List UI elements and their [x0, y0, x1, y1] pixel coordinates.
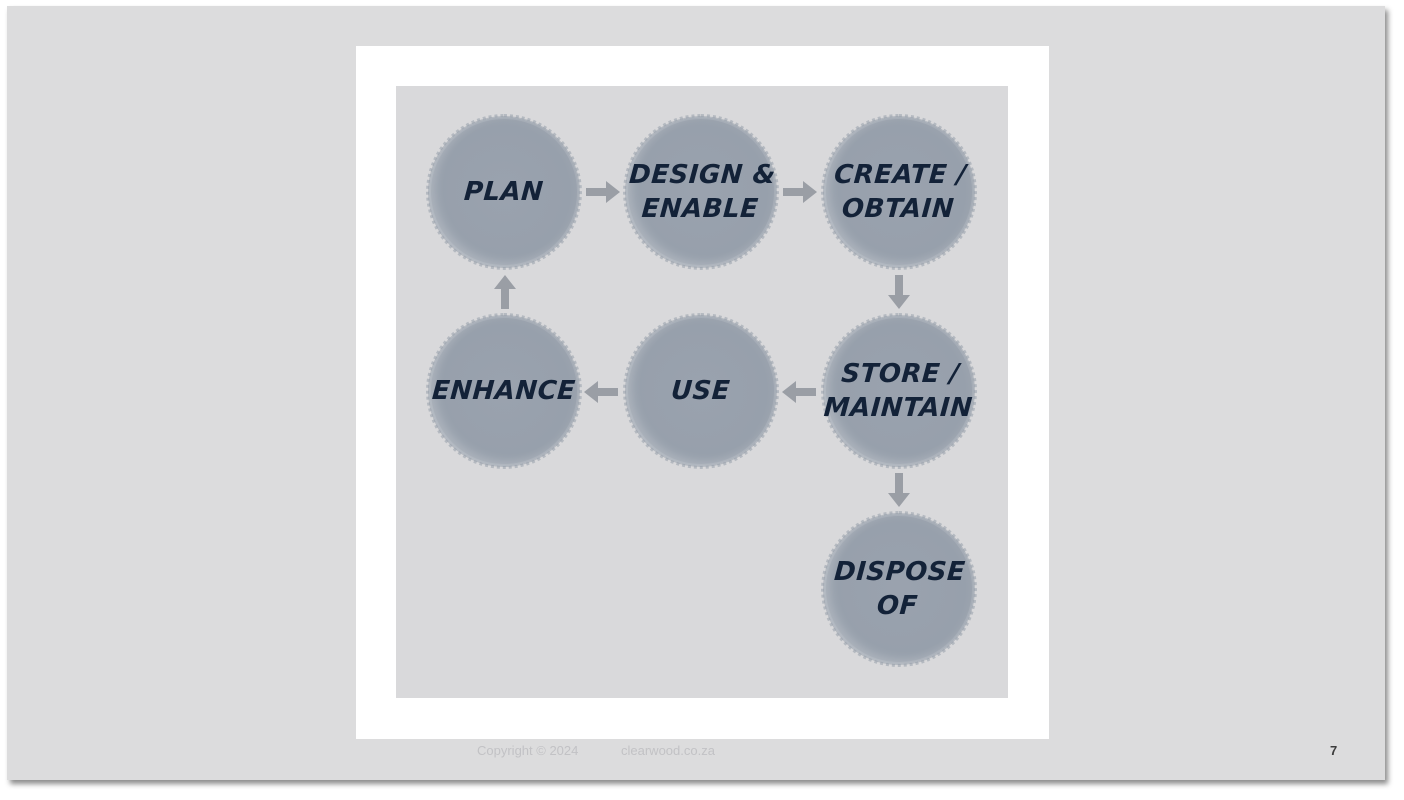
arrow-left-icon	[782, 381, 816, 403]
node-label: DISPOSE OF	[833, 557, 967, 621]
arrow-up-icon	[494, 275, 516, 309]
node-label: DESIGN & ENABLE	[627, 160, 777, 224]
node-dispose-of: DISPOSE OF	[821, 511, 977, 667]
node-label: PLAN	[463, 177, 545, 207]
node-create-obtain: CREATE / OBTAIN	[821, 114, 977, 270]
arrow-right-icon	[586, 181, 620, 203]
footer-copyright: Copyright © 2024	[477, 743, 579, 758]
presentation-slide: PLAN DESIGN & ENABLE CREATE / OBTAIN STO…	[7, 6, 1385, 780]
node-store-maintain: STORE / MAINTAIN	[821, 313, 977, 469]
image-frame: PLAN DESIGN & ENABLE CREATE / OBTAIN STO…	[356, 46, 1049, 739]
node-enhance: ENHANCE	[426, 313, 582, 469]
arrow-down-icon	[888, 473, 910, 507]
node-label: CREATE / OBTAIN	[832, 160, 968, 224]
node-plan: PLAN	[426, 114, 582, 270]
arrow-left-icon	[584, 381, 618, 403]
footer-website: clearwood.co.za	[621, 743, 715, 758]
node-label: STORE / MAINTAIN	[822, 359, 974, 423]
arrow-right-icon	[783, 181, 817, 203]
slide-number: 7	[1330, 743, 1338, 758]
arrow-down-icon	[888, 275, 910, 309]
node-label: ENHANCE	[431, 376, 577, 406]
node-label: USE	[670, 376, 732, 406]
lifecycle-diagram: PLAN DESIGN & ENABLE CREATE / OBTAIN STO…	[396, 86, 1008, 698]
node-use: USE	[623, 313, 779, 469]
node-design-enable: DESIGN & ENABLE	[623, 114, 779, 270]
